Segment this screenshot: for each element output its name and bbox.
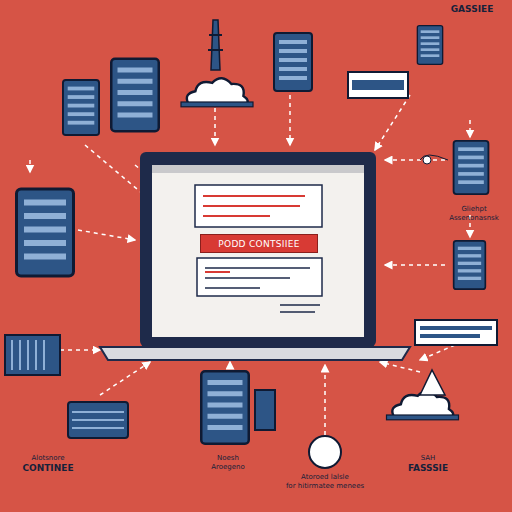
caption-label: Gliehpt bbox=[461, 206, 486, 214]
caption-label: SAH bbox=[421, 455, 436, 463]
caption-label: CONTINEE bbox=[22, 464, 73, 474]
caption-label: Alotsnore bbox=[31, 455, 64, 463]
button-label: PODD CONTSIIEE bbox=[218, 239, 299, 249]
caption-label: FASSSIE bbox=[408, 464, 448, 474]
caption-label: Noesh bbox=[217, 455, 239, 463]
caption-label: GASSIEE bbox=[451, 5, 494, 15]
caption-label: Atoroed lalsle bbox=[301, 474, 349, 482]
caption-label: Assenonasnsk bbox=[449, 215, 499, 223]
caption-label: for hitirmatee menees bbox=[286, 483, 364, 491]
caption-label: Aroegeno bbox=[211, 464, 245, 472]
button-box: PODD CONTSIIEE bbox=[200, 234, 318, 253]
